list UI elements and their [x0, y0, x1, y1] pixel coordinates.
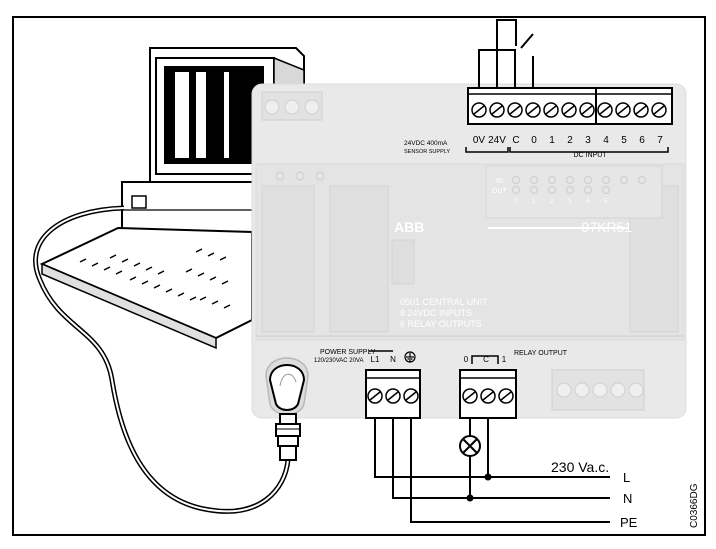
- drawing-code: C0366DG: [689, 483, 700, 528]
- io-label-in: IN: [496, 178, 503, 185]
- led-number-row: 0 1 2 3 4 5: [514, 199, 608, 205]
- unused-terminal-block: [551, 369, 645, 411]
- svg-text:2: 2: [550, 199, 554, 205]
- mains-line-pe: PE: [620, 515, 638, 530]
- power-supply-title: POWER SUPPLY: [320, 349, 376, 356]
- svg-text:2: 2: [567, 135, 573, 146]
- interface-plug: [268, 364, 306, 411]
- mains-wiring: [374, 418, 610, 523]
- relay-output-title: RELAY OUTPUT: [514, 350, 568, 357]
- svg-text:C: C: [512, 135, 519, 146]
- svg-text:8 24VDC INPUTS: 8 24VDC INPUTS: [400, 308, 472, 318]
- svg-text:4: 4: [603, 135, 609, 146]
- svg-text:0501 CENTRAL UNIT: 0501 CENTRAL UNIT: [400, 297, 488, 307]
- svg-text:1: 1: [502, 355, 507, 364]
- svg-text:4: 4: [586, 199, 590, 205]
- sensor-supply-label: SENSOR SUPPLY: [404, 149, 450, 155]
- svg-text:3: 3: [585, 135, 591, 146]
- input-terminal-block: [467, 87, 673, 125]
- junction-dot-l: [484, 473, 492, 481]
- input-switch-wiring: [478, 19, 534, 88]
- screen-highlight-1: [175, 72, 189, 158]
- protective-earth-icon: [404, 351, 416, 363]
- power-terminal-block: [365, 369, 421, 419]
- junction-dot-n: [466, 494, 474, 502]
- relay-contact-bracket: [471, 355, 499, 364]
- svg-text:5: 5: [604, 199, 608, 205]
- svg-text:C: C: [483, 355, 489, 364]
- sensor-supply-bracket: [465, 147, 509, 153]
- dc-input-label: DC INPUT: [573, 152, 607, 159]
- svg-text:0: 0: [531, 135, 537, 146]
- sensor-supply-rating: 24VDC 400mA: [404, 140, 448, 147]
- module-description: 0501 CENTRAL UNIT 8 24VDC INPUTS 6 RELAY…: [400, 297, 488, 329]
- keyboard-keys: [79, 248, 231, 309]
- screen-highlight-2: [196, 72, 206, 158]
- mains-voltage-label: 230 Va.c.: [551, 459, 609, 475]
- relay-pin-labels: 0 C 1: [464, 355, 507, 364]
- svg-text:7: 7: [657, 135, 663, 146]
- svg-text:5: 5: [621, 135, 627, 146]
- svg-text:24V: 24V: [488, 135, 506, 146]
- plc-unit: IN OUT 0 1 2 3 4 5 ABB 07KR51 0501 CENTR…: [251, 83, 687, 419]
- screen-highlight-3: [224, 72, 229, 158]
- svg-text:3: 3: [568, 199, 572, 205]
- relay-terminal-block: [459, 369, 517, 419]
- small-terminal-block: [261, 91, 323, 121]
- mains-line-n: N: [623, 491, 632, 506]
- svg-text:1: 1: [532, 199, 536, 205]
- mains-line-l: L: [623, 470, 630, 485]
- svg-text:6: 6: [639, 135, 645, 146]
- dc-input-bracket: [509, 147, 669, 153]
- lamp-icon: [459, 435, 481, 457]
- brand-logo: ABB: [394, 219, 424, 235]
- svg-text:1: 1: [549, 135, 555, 146]
- interface-connector: [265, 357, 309, 461]
- svg-text:6 RELAY OUTPUTS: 6 RELAY OUTPUTS: [400, 319, 482, 329]
- model-number: 07KR51: [581, 219, 632, 235]
- power-button-icon: [131, 195, 147, 209]
- plc-front-panel: [255, 163, 685, 341]
- input-pin-labels: 0V 24V C 0 1 2 3 4 5 6 7: [473, 135, 663, 146]
- status-leds: [275, 171, 647, 195]
- svg-text:0: 0: [464, 355, 469, 364]
- power-supply-rating: 120/230VAC 20VA: [314, 358, 363, 364]
- power-pin-n: N: [390, 355, 396, 364]
- power-pin-l1: L1: [371, 355, 380, 364]
- svg-text:0V: 0V: [473, 135, 486, 146]
- svg-text:0: 0: [514, 199, 518, 205]
- io-label-out: OUT: [492, 188, 508, 195]
